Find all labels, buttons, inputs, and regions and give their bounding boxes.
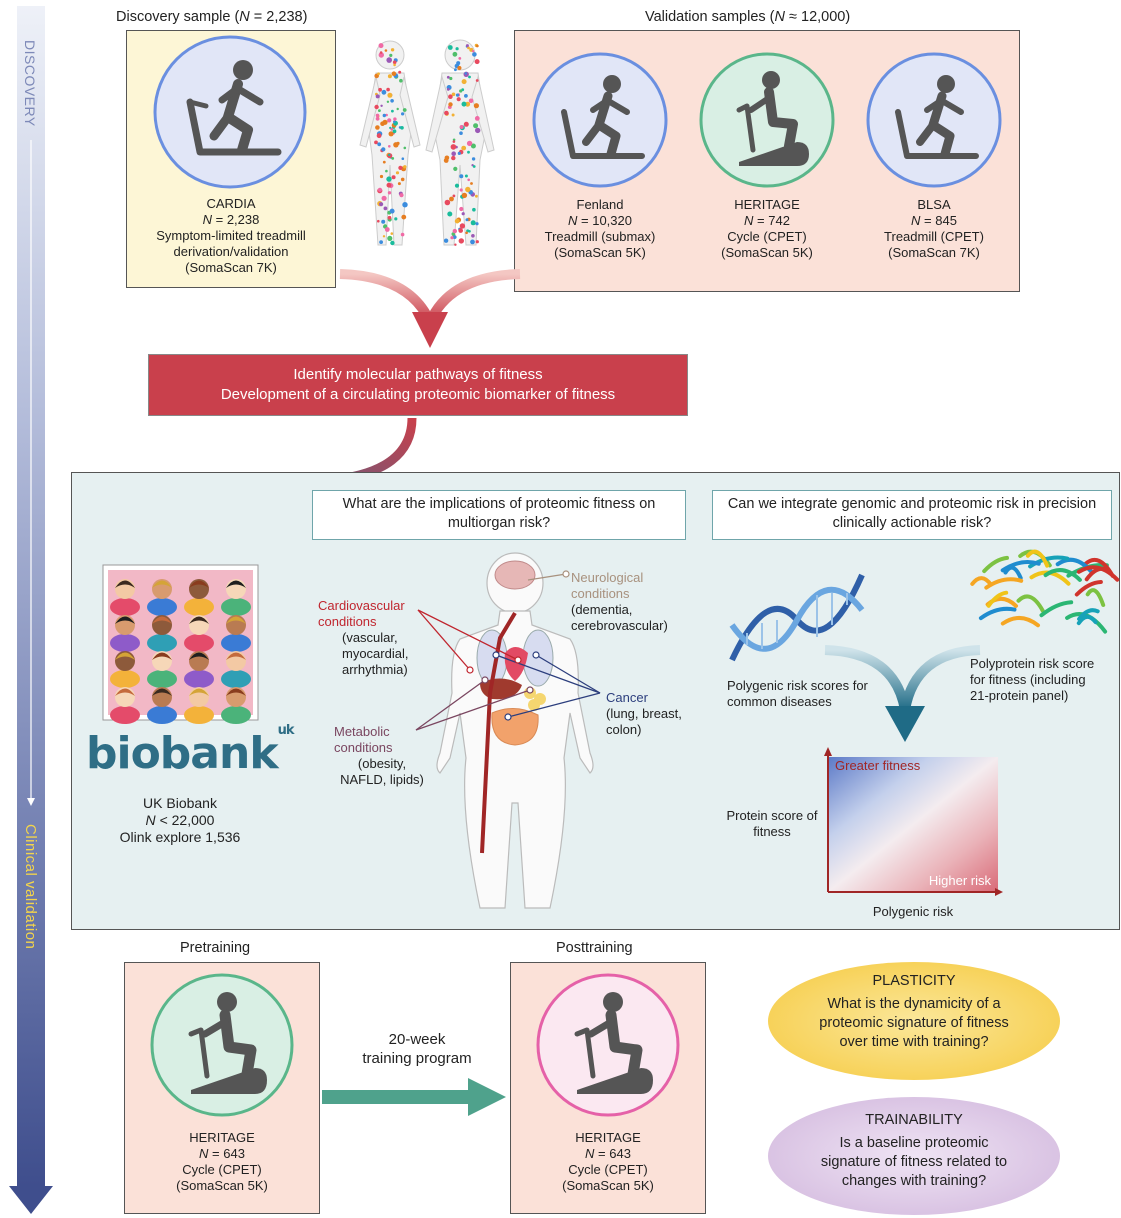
- cardia-info: CARDIA N = 2,238 Symptom-limited treadmi…: [126, 196, 336, 276]
- training-arrow: [322, 1078, 506, 1116]
- metabolic-title: Metabolic conditions: [334, 724, 393, 755]
- crowd-image: [102, 564, 259, 724]
- heatmap-bottom-label: Higher risk: [929, 873, 992, 888]
- blsa-n: N = 845: [911, 213, 957, 228]
- blsa-info: BLSA N = 845 Treadmill (CPET) (SomaScan …: [854, 197, 1014, 261]
- trainability-title: TRAINABILITY: [865, 1112, 963, 1128]
- biobank-name: UK Biobank: [143, 795, 217, 811]
- cancer-title: Cancer: [606, 690, 648, 705]
- pretraining-title: Pretraining: [180, 940, 251, 956]
- biobank-logo-text: biobank: [86, 728, 279, 779]
- post-cycle-icon: [536, 973, 680, 1117]
- cancer-desc: (lung, breast, colon): [606, 706, 682, 737]
- dna-icon: [729, 573, 865, 662]
- heritage-cycle-icon: [699, 52, 835, 188]
- pre-heritage-n: N = 643: [199, 1146, 245, 1161]
- plasticity-question: What is the dynamicity of a proteomic si…: [819, 996, 1009, 1050]
- heritage-info: HERITAGE N = 742 Cycle (CPET) (SomaScan …: [687, 197, 847, 261]
- integration-question-box: Can we integrate genomic and proteomic r…: [712, 490, 1112, 540]
- trainability-oval: TRAINABILITY Is a baseline proteomic sig…: [768, 1097, 1060, 1215]
- cardia-name: CARDIA: [206, 196, 256, 211]
- prs-label: Polygenic risk scores for common disease…: [727, 678, 868, 709]
- metabolic-label: Metabolic conditions (obesity, NAFLD, li…: [334, 724, 424, 788]
- heatmap-xlabel: Polygenic risk: [872, 904, 954, 919]
- cancer-label: Cancer (lung, breast, colon): [606, 690, 706, 738]
- training-program-label: 20-week training program: [322, 1030, 512, 1068]
- pre-heritage-assay: (SomaScan 5K): [176, 1178, 268, 1193]
- cardia-desc1: Symptom-limited treadmill: [156, 228, 306, 243]
- neuro-label: Neurological conditions (dementia, cereb…: [571, 570, 681, 634]
- multiorgan-question: What are the implications of proteomic f…: [342, 496, 656, 531]
- pathways-line1: Identify molecular pathways of fitness: [293, 366, 543, 383]
- cardio-desc: (vascular, myocardial, arrhythmia): [342, 630, 409, 677]
- biobank-logo: biobankuk: [86, 723, 294, 779]
- cardia-n: N = 2,238: [202, 212, 260, 227]
- cardia-desc2: derivation/validation: [173, 244, 289, 259]
- blsa-name: BLSA: [917, 197, 951, 212]
- fenland-info: Fenland N = 10,320 Treadmill (submax) (S…: [520, 197, 680, 261]
- fenland-treadmill-icon: [532, 52, 668, 188]
- protein-structure-icon: [970, 549, 1120, 634]
- post-heritage-info: HERITAGE N = 643 Cycle (CPET) (SomaScan …: [510, 1130, 706, 1194]
- fenland-assay: (SomaScan 5K): [554, 245, 646, 260]
- pre-heritage-name: HERITAGE: [189, 1130, 255, 1145]
- heritage-n: N = 742: [744, 213, 790, 228]
- biobank-logo-sup: uk: [277, 723, 295, 739]
- trainability-question: Is a baseline proteomic signature of fit…: [820, 1135, 1008, 1189]
- integration-question: Can we integrate genomic and proteomic r…: [727, 496, 1097, 531]
- post-heritage-name: HERITAGE: [575, 1130, 641, 1145]
- multiorgan-question-box: What are the implications of proteomic f…: [312, 490, 686, 540]
- blsa-assay: (SomaScan 7K): [888, 245, 980, 260]
- heritage-name: HERITAGE: [734, 197, 800, 212]
- heatmap-ylabel: Protein score of fitness: [726, 808, 818, 839]
- neuro-desc: (dementia, cerebrovascular): [571, 602, 668, 633]
- heritage-assay: (SomaScan 5K): [721, 245, 813, 260]
- pre-heritage-info: HERITAGE N = 643 Cycle (CPET) (SomaScan …: [124, 1130, 320, 1194]
- post-heritage-assay: (SomaScan 5K): [562, 1178, 654, 1193]
- fenland-name: Fenland: [576, 197, 624, 212]
- clinical-validation-label: Clinical validation: [22, 824, 39, 950]
- fenland-n: N = 10,320: [568, 213, 632, 228]
- blsa-test: Treadmill (CPET): [884, 229, 984, 244]
- plasticity-oval: PLASTICITY What is the dynamicity of a p…: [768, 962, 1060, 1080]
- heatmap-top-label: Greater fitness: [835, 758, 921, 773]
- post-heritage-n: N = 643: [585, 1146, 631, 1161]
- biobank-assay: Olink explore 1,536: [119, 829, 241, 845]
- biobank-n: N < 22,000: [145, 812, 215, 828]
- heritage-test: Cycle (CPET): [727, 229, 807, 244]
- posttraining-title: Posttraining: [556, 940, 633, 956]
- body-figures-icon: [359, 39, 495, 246]
- merge-arrow: [339, 269, 521, 348]
- risk-heatmap: Greater fitness Higher risk: [824, 747, 1003, 896]
- timeline-arrow: [9, 6, 53, 1214]
- discovery-phase-label: DISCOVERY: [22, 40, 38, 127]
- validation-title: Validation samples (N ≈ 12,000): [645, 9, 851, 25]
- blsa-treadmill-icon: [866, 52, 1002, 188]
- anatomy-body-icon: [436, 552, 594, 909]
- cardia-treadmill-icon: [153, 35, 307, 189]
- discovery-title: Discovery sample (N = 2,238): [116, 9, 308, 25]
- cardia-assay: (SomaScan 7K): [185, 260, 277, 275]
- training-program-line2: training program: [362, 1050, 472, 1067]
- pathways-box: Identify molecular pathways of fitness D…: [148, 354, 688, 416]
- cardio-label: Cardiovascular conditions (vascular, myo…: [318, 598, 430, 678]
- training-program-line1: 20-week: [388, 1031, 446, 1048]
- plasticity-title: PLASTICITY: [872, 973, 956, 989]
- pre-heritage-test: Cycle (CPET): [182, 1162, 262, 1177]
- cardio-title: Cardiovascular conditions: [318, 598, 405, 629]
- neuro-title: Neurological conditions: [571, 570, 644, 601]
- post-heritage-test: Cycle (CPET): [568, 1162, 648, 1177]
- fenland-test: Treadmill (submax): [544, 229, 656, 244]
- metabolic-desc: (obesity, NAFLD, lipids): [340, 756, 424, 787]
- anatomy-callouts: [415, 570, 601, 731]
- ppr-label: Polyprotein risk score for fitness (incl…: [970, 656, 1095, 703]
- pathways-line2: Development of a circulating proteomic b…: [220, 386, 616, 403]
- pre-cycle-icon: [150, 973, 294, 1117]
- converge-arrow: [824, 645, 981, 742]
- biobank-info: UK Biobank N < 22,000 Olink explore 1,53…: [100, 795, 260, 846]
